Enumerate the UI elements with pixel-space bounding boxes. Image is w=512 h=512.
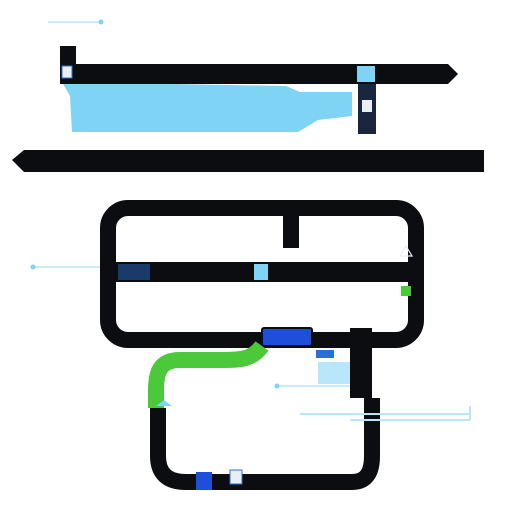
right-connector — [350, 328, 372, 348]
right-connector-station — [316, 350, 334, 358]
crossbar-station — [118, 264, 150, 280]
right-leader-dot-1 — [274, 383, 280, 389]
right-drop — [350, 348, 372, 398]
lower-loop[interactable] — [150, 398, 380, 490]
top-leader-dot — [98, 19, 104, 25]
home-icon — [401, 286, 411, 296]
warning-icon — [398, 244, 414, 257]
top-bar[interactable] — [60, 46, 458, 84]
pale-blue-box — [318, 362, 350, 384]
green-tip — [156, 400, 172, 406]
left-leader-dot — [30, 264, 36, 270]
panel-icon — [362, 100, 372, 112]
blue-badge[interactable] — [261, 327, 313, 347]
panel-icon-bottom — [229, 469, 243, 485]
middle-bar[interactable] — [12, 150, 484, 172]
loop-top-notch — [283, 200, 299, 248]
lower-station-1 — [196, 472, 212, 490]
top-bar-connector — [357, 66, 375, 82]
square-icon — [61, 65, 73, 79]
blue-band — [62, 82, 352, 132]
crossbar-connector — [254, 264, 268, 280]
green-line[interactable] — [148, 340, 269, 408]
